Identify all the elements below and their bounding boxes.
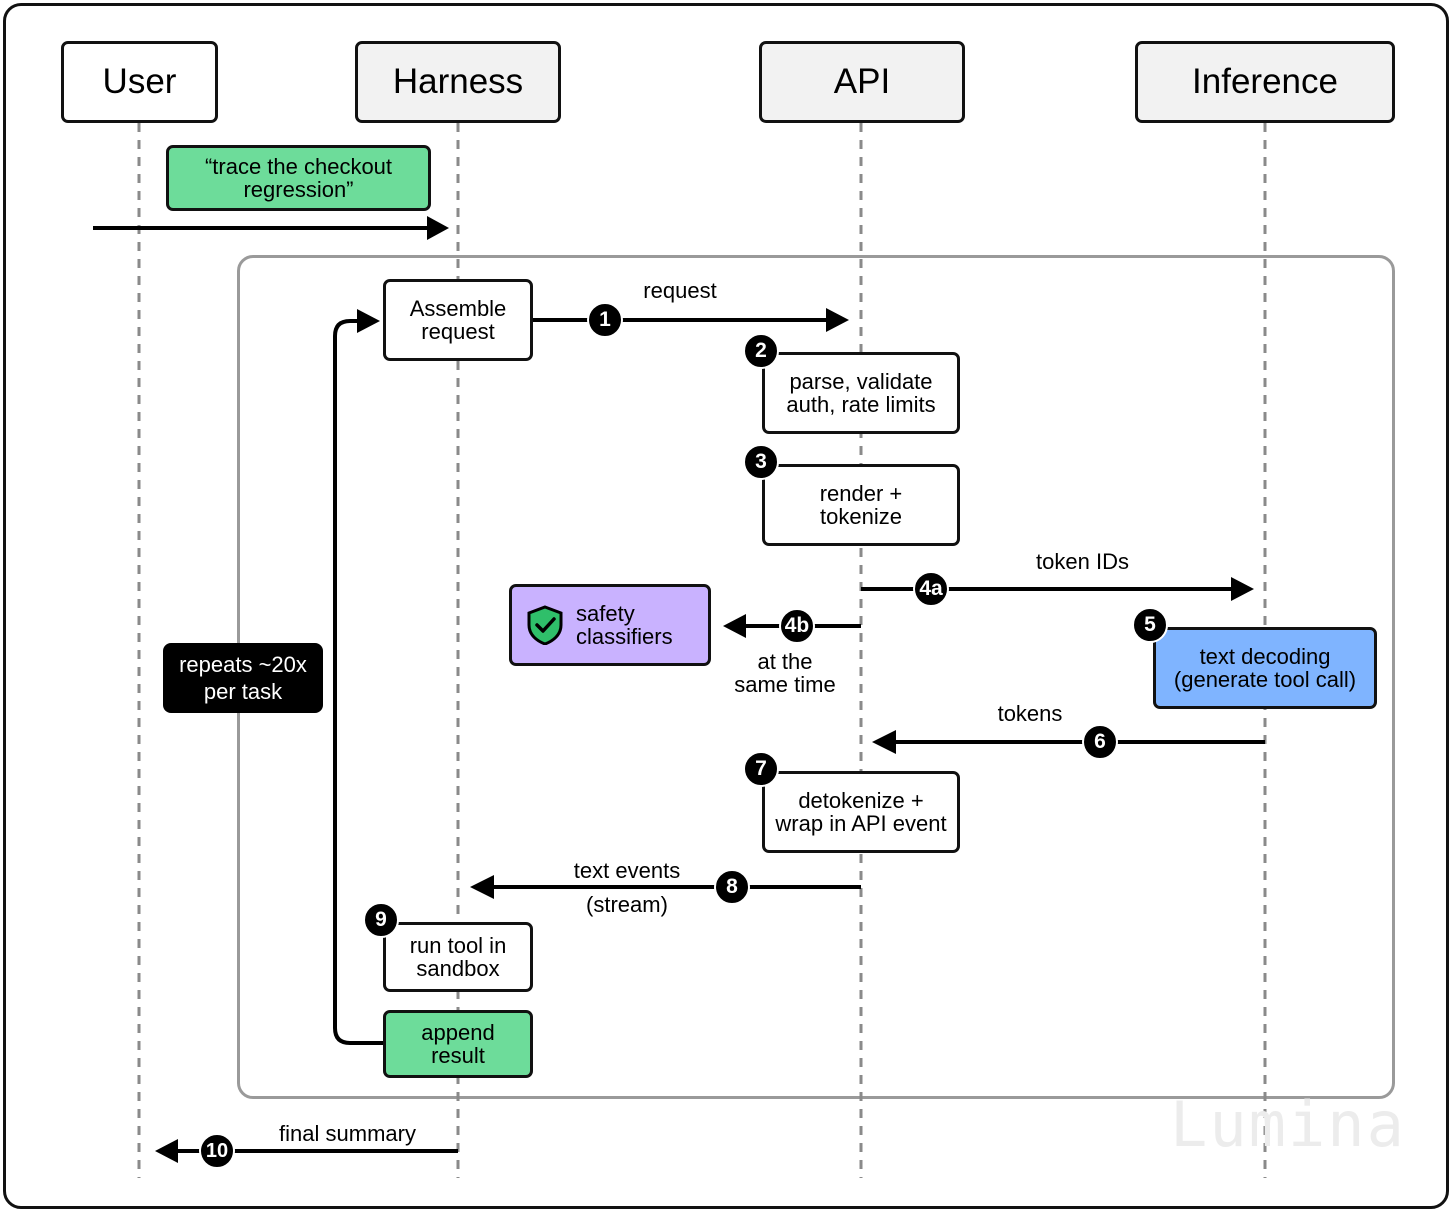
step-badge-8: 8 bbox=[714, 869, 750, 905]
text-decoding-box: text decoding (generate tool call) bbox=[1153, 627, 1377, 709]
actor-user: User bbox=[61, 41, 218, 123]
request-label: request bbox=[643, 278, 717, 303]
append-result-box: append result bbox=[383, 1010, 533, 1078]
step-badge-4b: 4b bbox=[779, 608, 815, 644]
token-ids-label: token IDs bbox=[1036, 549, 1129, 574]
watermark: Lumina bbox=[1170, 1088, 1406, 1161]
actor-harness: Harness bbox=[355, 41, 561, 123]
step-badge-3: 3 bbox=[743, 444, 779, 480]
same-time-label: at the same time bbox=[734, 649, 836, 697]
loop-back-arrow bbox=[333, 319, 383, 1045]
user-prompt-box: “trace the checkout regression” bbox=[166, 145, 431, 211]
step-badge-5: 5 bbox=[1132, 607, 1168, 643]
safety-classifiers-box: safety classifiers bbox=[509, 584, 711, 666]
step-badge-9: 9 bbox=[363, 902, 399, 938]
tokens-label: tokens bbox=[997, 701, 1063, 726]
step-badge-2: 2 bbox=[743, 333, 779, 369]
repeats-note: repeats ~20x per task bbox=[163, 643, 323, 713]
stream-label: (stream) bbox=[586, 892, 668, 917]
detokenize-box: detokenize + wrap in API event bbox=[762, 771, 960, 853]
actor-inference: Inference bbox=[1135, 41, 1395, 123]
actor-api: API bbox=[759, 41, 965, 123]
step-badge-6: 6 bbox=[1082, 724, 1118, 760]
step-badge-10: 10 bbox=[199, 1133, 235, 1169]
assemble-request-box: Assemble request bbox=[383, 279, 533, 361]
render-tokenize-box: render + tokenize bbox=[762, 464, 960, 546]
step-badge-7: 7 bbox=[743, 751, 779, 787]
final-summary-label: final summary bbox=[279, 1121, 416, 1146]
shield-check-icon bbox=[527, 605, 563, 645]
step-badge-1: 1 bbox=[587, 302, 623, 338]
run-tool-box: run tool in sandbox bbox=[383, 922, 533, 992]
parse-validate-box: parse, validate auth, rate limits bbox=[762, 352, 960, 434]
text-events-label: text events bbox=[573, 858, 681, 883]
step-badge-4a: 4a bbox=[913, 571, 949, 607]
